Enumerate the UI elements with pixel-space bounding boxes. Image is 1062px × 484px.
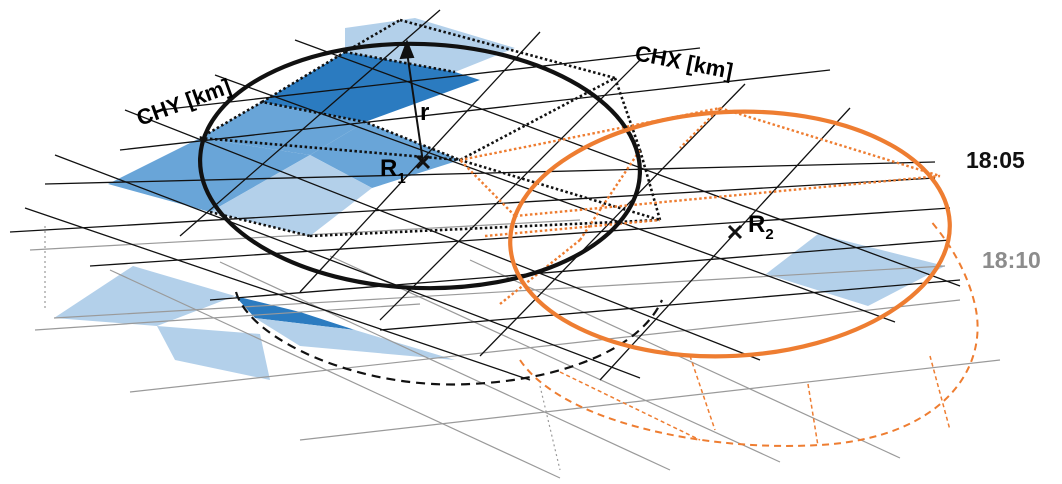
r1-main: R [380, 155, 397, 182]
r2-marker-icon [727, 224, 743, 240]
lower-cell-light-2 [157, 326, 270, 380]
r1-marker-icon [415, 154, 431, 170]
lower-orange-dashed-cells [559, 355, 951, 447]
upper-layer-18-05 [9, 9, 961, 381]
r2-sub: 2 [765, 226, 773, 243]
r1-sub: 1 [397, 170, 405, 187]
chy-axis-label: CHY [km] [133, 73, 234, 130]
lower-orange-dashed-ellipse [519, 219, 979, 447]
lower-layer-18-10 [29, 219, 1001, 479]
point-r1-label: R1 [380, 155, 406, 187]
orange-circle-r2 [508, 109, 952, 359]
time-label-18-05: 18:05 [966, 147, 1025, 173]
lower-black-dashed-ellipse [234, 291, 664, 386]
upper-grid [9, 9, 961, 381]
upper-cell-dark-1 [262, 52, 480, 122]
radius-label: r [420, 99, 429, 126]
lower-cell-light-3 [255, 318, 455, 360]
time-label-18-10: 18:10 [982, 247, 1041, 273]
upper-cell-mid-2 [310, 122, 460, 188]
radius-arrow [399, 39, 424, 163]
lower-cell-light-1 [54, 266, 235, 326]
lower-grid [29, 219, 1001, 479]
upper-cell-mid-3 [108, 138, 310, 212]
lower-cell-light-right [766, 234, 945, 306]
point-r2-label: R2 [748, 211, 774, 243]
black-circle-r1 [197, 41, 643, 291]
chx-axis-label: CHX [km] [633, 40, 735, 83]
lower-filled-cells [54, 234, 945, 380]
upper-cell-light-2 [210, 155, 372, 236]
r2-main: R [748, 211, 765, 238]
